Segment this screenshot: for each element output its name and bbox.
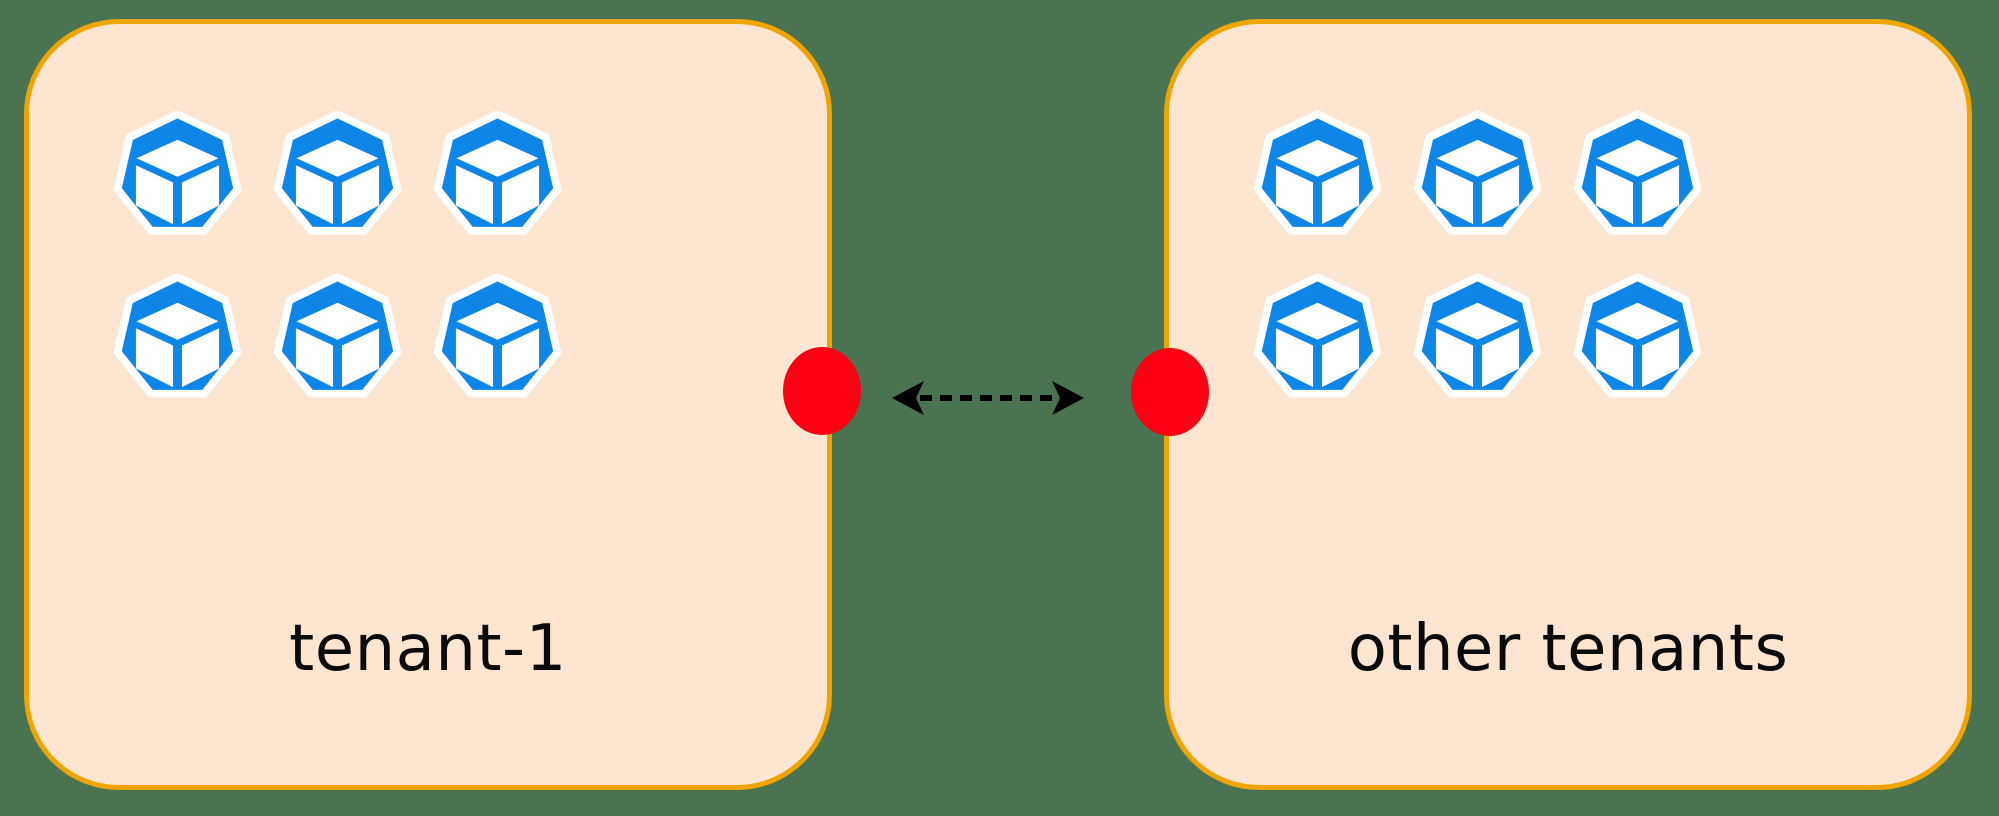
kubernetes-pod-icon (1572, 272, 1703, 405)
pod-grid-other-tenants (1252, 109, 1703, 405)
kubernetes-pod-icon (1572, 109, 1703, 242)
arrowhead-right-icon (1052, 381, 1084, 415)
kubernetes-pod-icon (112, 109, 243, 242)
kubernetes-pod-icon (1412, 272, 1543, 405)
kubernetes-pod-icon (432, 109, 563, 242)
network-endpoint-dot-left (783, 347, 861, 435)
tenant-box-other-tenants: other tenants (1164, 19, 1972, 790)
kubernetes-pod-icon (432, 272, 563, 405)
arrowhead-left-icon (892, 381, 924, 415)
bidirectional-dashed-arrow (892, 381, 1084, 415)
tenant-label-other-tenants: other tenants (1347, 612, 1789, 686)
pod-grid-tenant-1 (112, 109, 563, 405)
kubernetes-pod-icon (1252, 272, 1383, 405)
kubernetes-pod-icon (1252, 109, 1383, 242)
tenant-box-tenant-1: tenant-1 (24, 19, 832, 790)
network-endpoint-dot-right (1131, 348, 1209, 436)
kubernetes-pod-icon (112, 272, 243, 405)
tenant-label-tenant-1: tenant-1 (289, 612, 567, 686)
kubernetes-pod-icon (272, 272, 403, 405)
kubernetes-pod-icon (272, 109, 403, 242)
kubernetes-pod-icon (1412, 109, 1543, 242)
